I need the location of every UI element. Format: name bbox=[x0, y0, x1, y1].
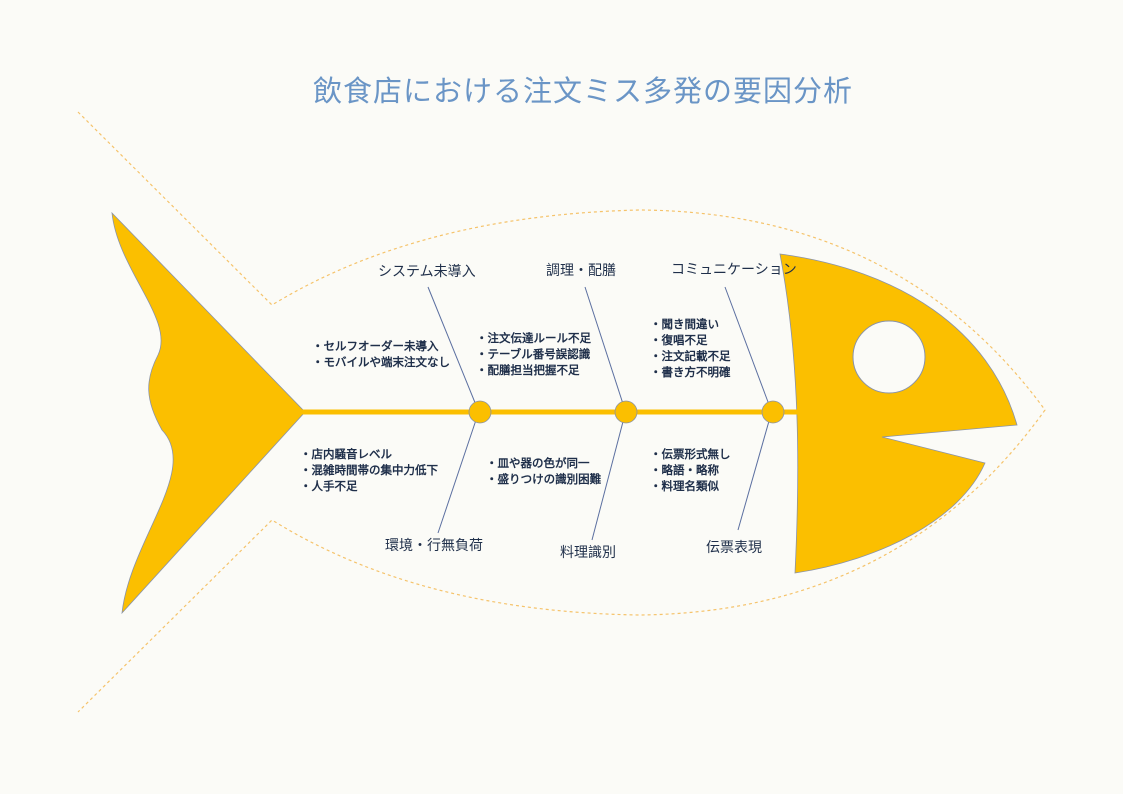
bone-top-left bbox=[427, 286, 479, 411]
cause-item: 人手不足 bbox=[300, 478, 438, 494]
cause-item: 注文伝達ルール不足 bbox=[476, 330, 592, 346]
cause-item: 店内騒音レベル bbox=[300, 446, 438, 462]
cause-item: 伝票形式無し bbox=[650, 446, 731, 462]
cause-list-cooking: 注文伝達ルール不足 テーブル番号誤認識 配膳担当把握不足 bbox=[476, 330, 592, 378]
cause-item: 皿や器の色が同一 bbox=[486, 455, 601, 471]
cause-item: セルフオーダー未導入 bbox=[312, 338, 450, 354]
bone-bottom-left bbox=[437, 413, 479, 534]
fish-head bbox=[779, 253, 1018, 574]
cause-item: 料理名類似 bbox=[650, 478, 731, 494]
category-label-cooking: 調理・配膳 bbox=[546, 263, 616, 279]
category-label-system: システム未導入 bbox=[378, 264, 476, 280]
cause-list-slip: 伝票形式無し 略語・略称 料理名類似 bbox=[650, 446, 731, 494]
cause-list-system: セルフオーダー未導入 モバイルや端末注文なし bbox=[312, 338, 451, 370]
cause-item: 盛りつけの識別困難 bbox=[486, 471, 602, 487]
cause-item: 注文記載不足 bbox=[650, 348, 731, 364]
fish-eye bbox=[852, 320, 926, 394]
bone-top-middle bbox=[584, 286, 626, 411]
joint-left bbox=[468, 400, 492, 424]
cause-list-communication: 聞き間違い 復唱不足 注文記載不足 書き方不明確 bbox=[650, 316, 731, 380]
cause-list-environment: 店内騒音レベル 混雑時間帯の集中力低下 人手不足 bbox=[300, 446, 439, 494]
bone-top-right bbox=[724, 286, 772, 411]
category-label-environment: 環境・行無負荷 bbox=[385, 538, 483, 554]
cause-item: 混雑時間帯の集中力低下 bbox=[300, 462, 439, 478]
category-label-dish-identification: 料理識別 bbox=[560, 545, 616, 561]
cause-list-dish-identification: 皿や器の色が同一 盛りつけの識別困難 bbox=[486, 455, 602, 487]
category-label-slip: 伝票表現 bbox=[706, 540, 762, 556]
bone-bottom-right bbox=[737, 413, 772, 531]
category-label-communication: コミュニケーション bbox=[671, 262, 797, 278]
cause-item: 配膳担当把握不足 bbox=[476, 362, 591, 378]
cause-item: テーブル番号誤認識 bbox=[476, 346, 591, 362]
diagram-title: 飲食店における注文ミス多発の要因分析 bbox=[312, 74, 853, 108]
joint-middle bbox=[614, 400, 638, 424]
joint-right bbox=[761, 400, 785, 424]
cause-item: 復唱不足 bbox=[650, 332, 731, 348]
cause-item: モバイルや端末注文なし bbox=[312, 354, 451, 370]
fish-tail bbox=[111, 211, 306, 615]
cause-item: 略語・略称 bbox=[650, 462, 731, 478]
bone-bottom-middle bbox=[591, 413, 626, 541]
cause-item: 聞き間違い bbox=[650, 316, 731, 332]
cause-item: 書き方不明確 bbox=[650, 364, 731, 380]
